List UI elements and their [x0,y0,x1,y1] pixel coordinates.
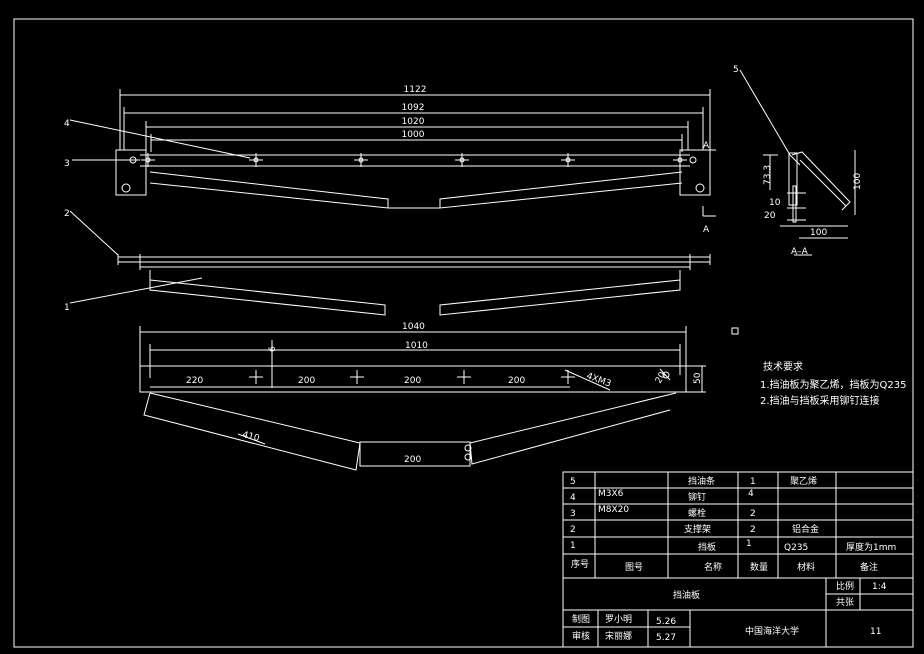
bom-header-seq: 序号 [571,558,589,570]
dim-20: 20 [764,211,776,221]
dim-1092: 1092 [402,103,425,113]
bom-header-code: 图号 [625,562,643,573]
dim-200-bottom: 200 [404,455,421,465]
bom-header-note: 备注 [860,561,878,573]
bottom-view: 1040 1010 6 220 200 200 200 4XM3 20 50 4… [139,322,706,471]
checked-name: 宋丽娜 [605,630,632,642]
dim-73-3: 73.3 [763,165,773,185]
dim-1000: 1000 [402,130,425,140]
bom-name: 铆钉 [688,491,706,503]
dim-1040: 1040 [402,322,425,332]
bom-material: 铝合金 [792,523,819,535]
school-name: 中国海洋大学 [745,625,799,637]
dim-220: 220 [186,376,203,386]
bom-seq: 3 [570,509,576,519]
callout-4: 4 [64,119,70,129]
title-block: 挡油板 比例 1:4 共张 制图 罗小明 5.26 审核 宋丽娜 5.27 中国… [572,580,887,643]
bom-header-material: 材料 [797,561,815,573]
drawing-number: 11 [870,627,881,637]
bom-material: Q235 [784,543,808,553]
dim-100-vertical: 100 [853,173,863,190]
dim-6: 6 [268,346,278,352]
tech-requirement-1: 1.挡油板为聚乙烯，挡板为Q235 [760,378,907,391]
sheets-label: 共张 [836,597,854,608]
bom-header-name: 名称 [704,561,722,573]
bom-name: 挡板 [698,541,716,553]
dim-1010: 1010 [405,341,428,351]
bom-code: M3X6 [598,489,624,499]
bom-name: 支撑架 [684,523,711,535]
bom-rows: 5 挡油条 1 聚乙烯 4 M3X6 铆钉 4 3 M8X20 螺栓 2 2 支… [570,475,896,573]
tech-requirement-2: 2.挡油与挡板采用铆钉连接 [760,394,880,407]
section-a-top: A [703,141,710,151]
dim-1122: 1122 [404,85,427,95]
section-aa-view: 73.3 10 20 100 100 A–A [763,150,863,257]
checked-label: 审核 [572,630,590,642]
section-a-bottom: A [703,225,710,235]
bom-header-qty: 数量 [750,561,768,573]
section-aa-title: A–A [791,247,809,257]
top-view: 1122 1092 1020 1000 A A [115,85,716,235]
bom-name: 挡油条 [688,475,715,487]
bom-seq: 5 [570,477,576,487]
callout-2: 2 [64,209,70,219]
bom-material: 聚乙烯 [790,475,817,487]
dim-10: 10 [769,198,781,208]
part-name: 挡油板 [673,589,700,601]
dim-100-horizontal: 100 [810,228,827,238]
front-view [117,254,711,316]
bom-qty: 1 [750,477,756,487]
scale-label: 比例 [836,580,854,592]
drawing-border [13,18,914,648]
bom-qty: 2 [750,525,756,535]
bom-qty: 4 [748,489,754,499]
scale-value: 1:4 [872,582,887,592]
bom-seq: 4 [570,493,576,503]
rivet-spec-4xm3: 4XM3 [585,371,612,389]
callout-5: 5 [733,65,739,75]
dim-1020: 1020 [402,117,425,127]
bom-qty: 1 [746,539,752,549]
bom-seq: 2 [570,525,576,535]
tech-requirements-title: 技术要求 [763,360,803,373]
dim-200-b: 200 [404,376,421,386]
dim-410: 410 [241,430,260,444]
dim-200-c: 200 [508,376,525,386]
drawn-label: 制图 [572,613,590,625]
bom-name: 螺栓 [688,507,706,519]
dim-50: 50 [693,372,703,384]
bom-note: 厚度为1mm [846,541,896,553]
dim-200-a: 200 [298,376,315,386]
callout-1: 1 [64,303,70,313]
drawn-date: 5.26 [656,617,676,627]
checked-date: 5.27 [656,633,676,643]
bom-qty: 2 [750,509,756,519]
dim-20-angle: 20 [654,370,669,385]
bom-code: M8X20 [598,505,629,515]
drawn-name: 罗小明 [605,614,632,625]
bom-seq: 1 [570,541,576,551]
bom-table [562,471,914,648]
leaders: 5 4 3 2 1 [64,65,791,313]
callout-3: 3 [64,159,70,169]
